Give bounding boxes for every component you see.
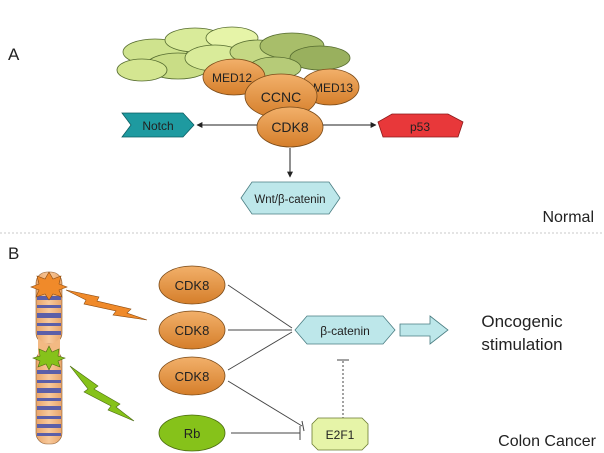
panel-a-caption: Normal	[542, 209, 594, 226]
cdk8-node-1: CDK8	[158, 265, 226, 305]
med13-label: MED13	[313, 81, 353, 95]
cdk8-label-1: CDK8	[175, 278, 210, 293]
chromosome	[30, 271, 68, 445]
outcome-line-2: stimulation	[481, 335, 562, 354]
ccnc-label: CCNC	[261, 89, 301, 105]
orange-lightning-icon	[65, 289, 148, 321]
notch-label: Notch	[142, 119, 173, 133]
e2f1-to-beta-catenin-inhibition	[337, 359, 349, 419]
e2f1-node: E2F1	[311, 417, 369, 451]
panel-b-caption: Colon Cancer	[498, 433, 597, 450]
med12-label: MED12	[212, 71, 252, 85]
panel-a-label: A	[8, 45, 20, 64]
oncogenic-arrow	[399, 315, 449, 345]
mutation-burst	[32, 345, 66, 371]
cdk8-node-2: CDK8	[158, 310, 226, 350]
panel-b-label: B	[8, 244, 19, 263]
amplification-burst	[30, 271, 68, 301]
e2f1-inhibition-bar	[301, 420, 305, 432]
cdk8-node-3: CDK8	[158, 356, 226, 396]
p53-node: p53	[377, 113, 464, 138]
cdk8-label-2: CDK8	[175, 323, 210, 338]
e2f1-label: E2F1	[326, 428, 355, 442]
cdk8-label-3: CDK8	[175, 369, 210, 384]
beta-catenin-node: β-catenin	[294, 315, 396, 345]
green-lightning-icon	[69, 365, 135, 422]
cdk8-node: CDK8	[256, 106, 324, 148]
wnt-node: Wnt/β-catenin	[240, 181, 341, 215]
beta-catenin-label: β-catenin	[320, 324, 370, 338]
rb-node: Rb	[158, 414, 226, 452]
cdk8-label: CDK8	[271, 119, 309, 135]
rb-label: Rb	[184, 426, 201, 441]
cdk8-connectors	[227, 284, 303, 427]
ccnc-node: CCNC	[244, 73, 318, 119]
notch-node: Notch	[121, 112, 195, 138]
wnt-label: Wnt/β-catenin	[254, 194, 325, 206]
rb-inhibition	[231, 426, 301, 440]
outcome-line-1: Oncogenic	[481, 312, 563, 331]
p53-label: p53	[410, 120, 430, 134]
